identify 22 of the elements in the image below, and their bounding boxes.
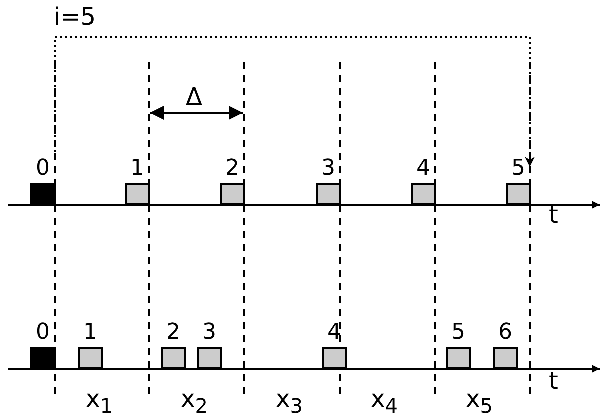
pulse-number: 4 [416, 157, 432, 181]
pulse-number: 1 [130, 157, 146, 181]
pulse-number: 0 [35, 157, 51, 181]
pulse-number: 4 [326, 321, 342, 345]
interval-label: x$_{2}$ [181, 386, 208, 419]
pulse-number: 5 [510, 157, 526, 181]
pulse-number: 5 [450, 321, 466, 345]
pulse-number: 2 [224, 157, 240, 181]
interval-label: x$_{5}$ [466, 386, 493, 419]
arrow [54, 36, 535, 167]
interval-label: x$_{3}$ [276, 386, 303, 419]
pulse-number: 3 [320, 157, 336, 181]
axis-label: t [549, 202, 558, 228]
pulse-number: 1 [82, 321, 98, 345]
pulse-number: 0 [35, 321, 51, 345]
pulse-number: 3 [202, 321, 218, 345]
interval-label: x$_{1}$ [86, 386, 113, 419]
axis-label: t [549, 368, 558, 394]
pulse-number: 6 [498, 321, 514, 345]
dimension-label: Δ [186, 84, 202, 110]
interval-label: x$_{4}$ [371, 386, 398, 419]
pulse-number: 2 [166, 321, 182, 345]
